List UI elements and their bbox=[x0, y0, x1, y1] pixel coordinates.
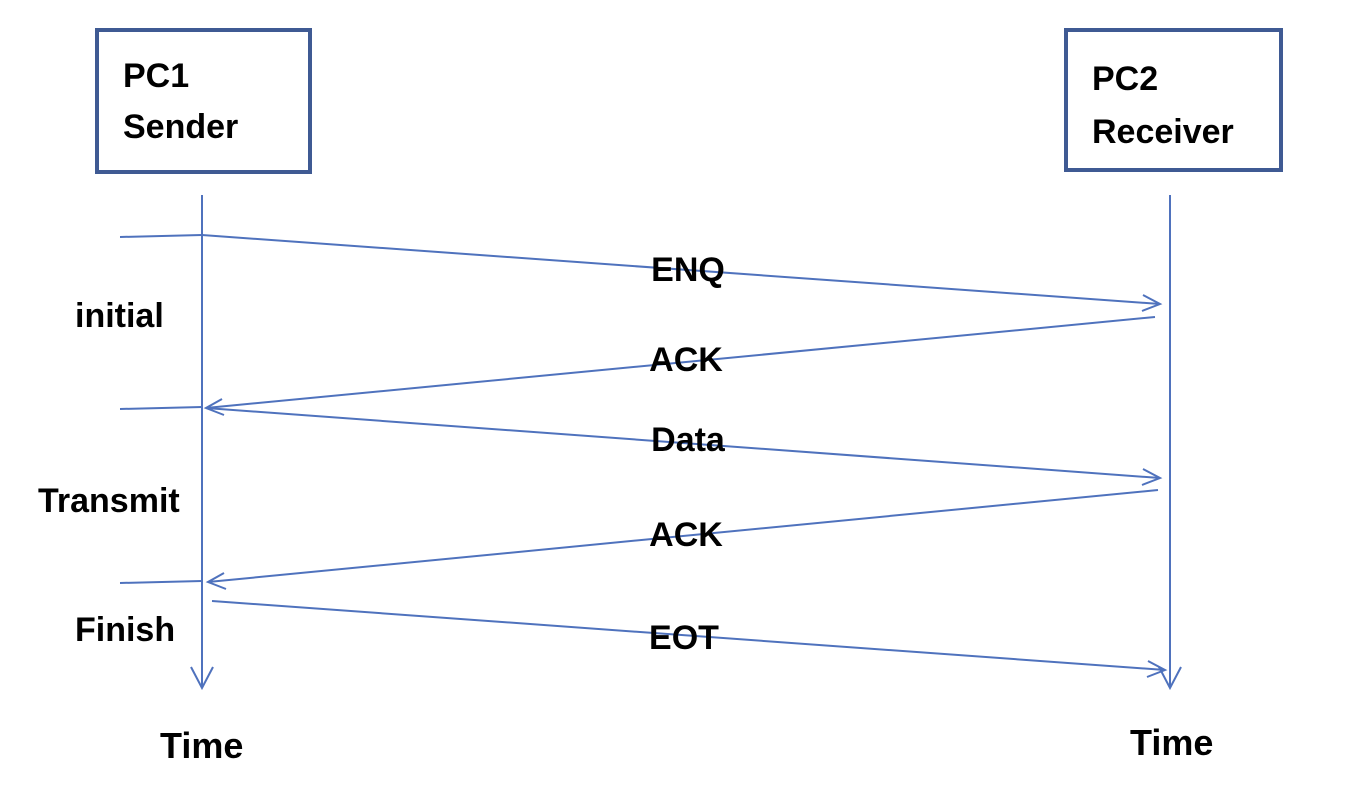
message-arrow-data bbox=[205, 407, 1161, 479]
message-arrow-eot bbox=[211, 600, 1166, 671]
lifeline-pc1-arrowhead bbox=[190, 666, 214, 691]
time-label-pc1: Time bbox=[160, 725, 243, 766]
lifeline-pc2-arrowhead bbox=[1158, 666, 1182, 691]
message-arrowhead-ack-2 bbox=[205, 572, 227, 590]
message-label-eot: EOT bbox=[649, 619, 719, 657]
phase-boundary-3 bbox=[119, 580, 203, 584]
message-arrowhead-data bbox=[1141, 468, 1163, 486]
phase-boundary-1 bbox=[119, 234, 203, 238]
message-label-enq: ENQ bbox=[651, 251, 725, 289]
phase-label-initial: initial bbox=[75, 297, 164, 335]
participant-box-pc1 bbox=[95, 28, 312, 174]
phase-label-transmit: Transmit bbox=[38, 482, 180, 520]
message-label-data: Data bbox=[651, 421, 726, 459]
participant-pc2-name: PC2 bbox=[1092, 60, 1158, 98]
message-label-ack-2: ACK bbox=[649, 516, 723, 554]
participant-pc1-name: PC1 bbox=[123, 57, 189, 95]
participant-pc1-role: Sender bbox=[123, 108, 238, 146]
phase-boundary-2 bbox=[119, 406, 203, 410]
message-label-ack-1: ACK bbox=[649, 341, 723, 379]
participant-pc2-role: Receiver bbox=[1092, 113, 1234, 151]
message-arrow-ack-2 bbox=[207, 489, 1159, 583]
message-arrowhead-eot bbox=[1146, 660, 1168, 678]
time-label-pc2: Time bbox=[1130, 722, 1213, 763]
message-arrowhead-enq bbox=[1141, 294, 1163, 312]
message-arrow-ack-1 bbox=[205, 316, 1156, 409]
message-arrow-enq bbox=[201, 234, 1161, 305]
phase-label-finish: Finish bbox=[75, 611, 175, 649]
participant-box-pc2 bbox=[1064, 28, 1283, 172]
